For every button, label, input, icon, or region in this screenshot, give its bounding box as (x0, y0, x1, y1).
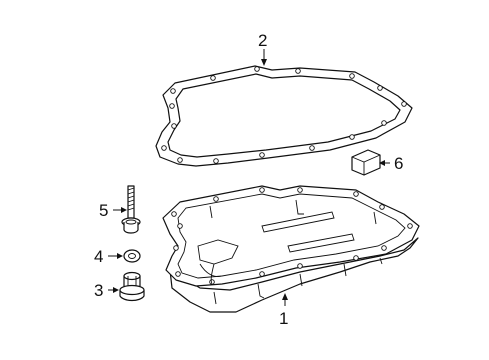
drain-plug-part (119, 271, 145, 302)
callout-2: 2 (258, 31, 267, 50)
washer-part (123, 249, 141, 263)
callout-6: 6 (394, 154, 403, 173)
magnet-part (351, 149, 381, 176)
gasket-bolt-holes (161, 66, 407, 164)
callout-3: 3 (94, 281, 103, 300)
bolt-part (121, 185, 141, 234)
gasket-part (155, 65, 413, 167)
leader-lines (108, 49, 390, 306)
oil-pan-part (162, 185, 420, 313)
callout-4: 4 (94, 247, 103, 266)
callout-1: 1 (279, 309, 288, 328)
callout-5: 5 (99, 201, 108, 220)
pan-bolt-holes (171, 187, 413, 285)
